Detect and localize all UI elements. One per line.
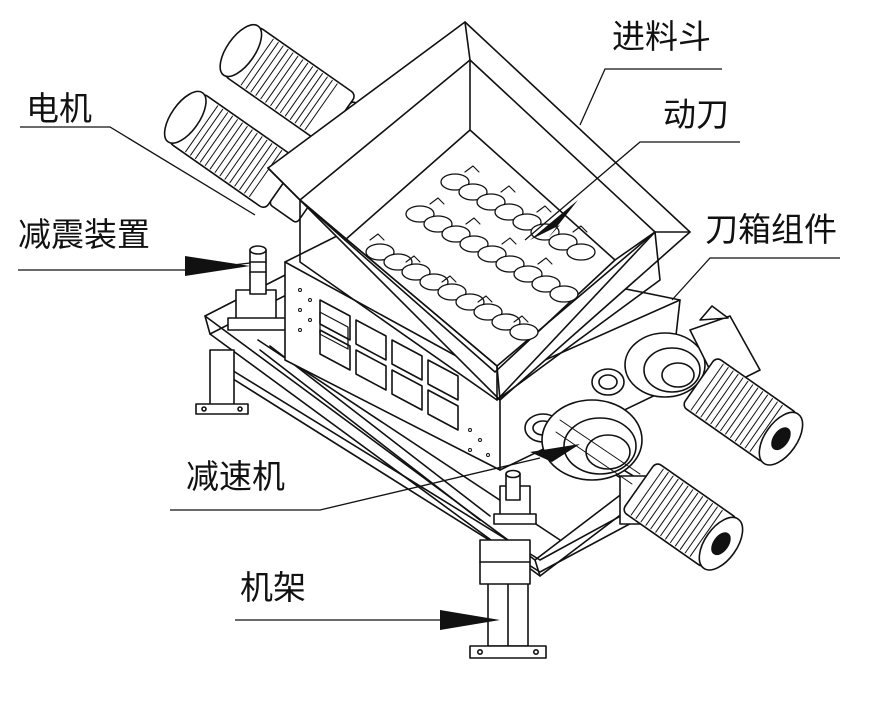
leader-hopper	[579, 68, 722, 126]
label-damper: 减震装置	[18, 215, 150, 254]
arrow-blade	[530, 200, 578, 240]
damper-assembly	[227, 245, 537, 525]
label-blade-box: 刀箱组件	[705, 210, 837, 249]
leader-motor	[20, 126, 256, 216]
label-frame: 机架	[240, 568, 306, 607]
label-hopper: 进料斗	[612, 17, 711, 56]
label-moving-blade: 动刀	[663, 95, 729, 134]
arrow-reducer	[530, 444, 580, 462]
arrow-damper	[185, 256, 250, 276]
motor-right-upper	[683, 358, 804, 466]
motor-right-lower	[623, 463, 744, 571]
arrowheads	[185, 200, 580, 630]
arrow-frame	[440, 610, 500, 630]
reducer-right	[541, 305, 761, 485]
label-motor: 电机	[26, 89, 92, 128]
blade-set	[365, 165, 596, 341]
leader-reducer	[170, 457, 541, 511]
label-reducer: 减速机	[186, 457, 285, 496]
leader-blade-box	[671, 257, 840, 301]
leader-blade	[524, 141, 740, 241]
